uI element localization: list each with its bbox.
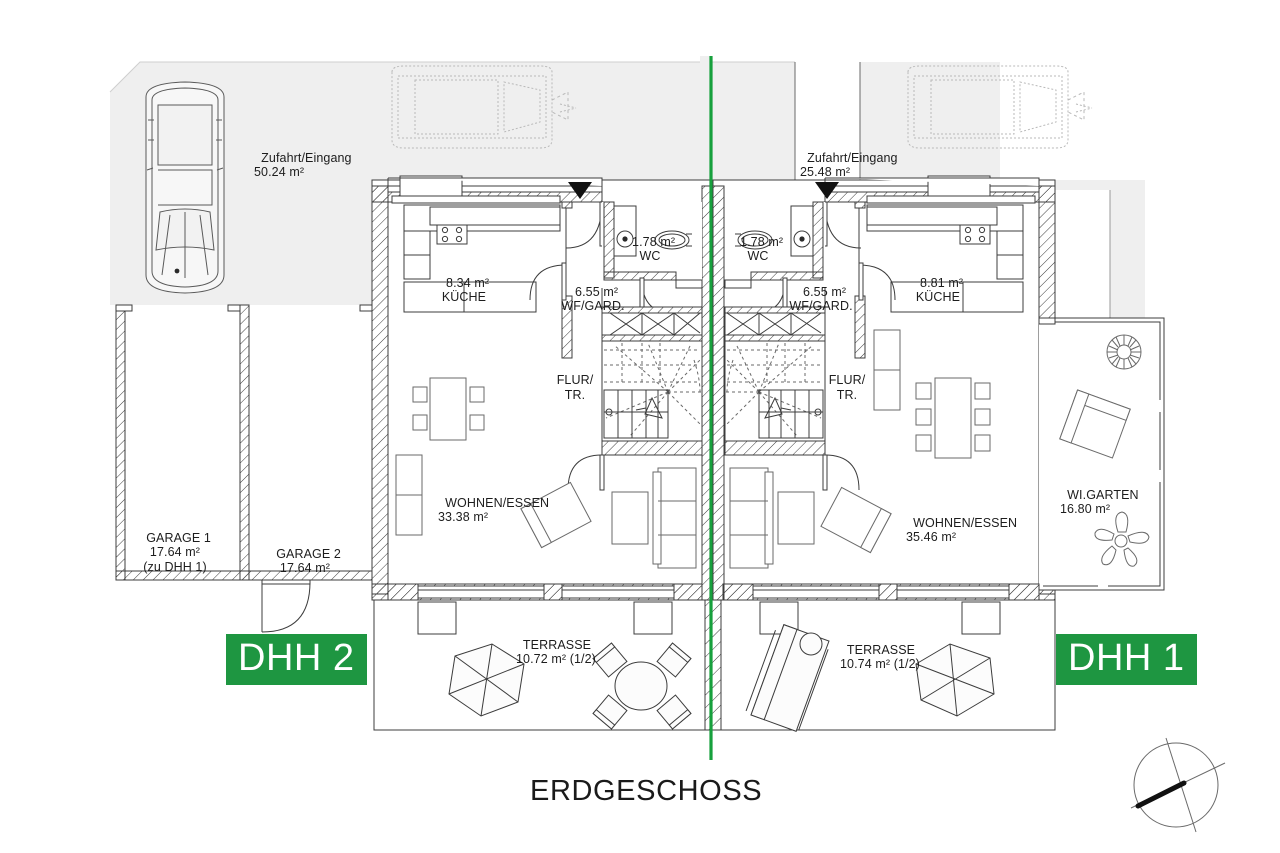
ghost-car-left bbox=[391, 65, 577, 149]
plant-bottom bbox=[1094, 511, 1150, 567]
badge-dhh-1[interactable]: DHH 1 bbox=[1056, 634, 1197, 685]
label-flur-right: FLUR/TR. bbox=[828, 373, 866, 402]
party-wall bbox=[701, 185, 725, 601]
garage-block bbox=[115, 304, 381, 633]
unit-right-interior bbox=[722, 175, 1165, 601]
terrace-area bbox=[373, 599, 1056, 732]
closet-left bbox=[601, 306, 703, 342]
staircase-left bbox=[601, 340, 703, 456]
ghost-car-right bbox=[907, 65, 1093, 149]
north-compass bbox=[1130, 737, 1226, 833]
unit-left-interior bbox=[387, 175, 703, 601]
car-outline-top bbox=[145, 81, 225, 294]
furniture-right bbox=[729, 329, 991, 569]
wintergarten-room bbox=[1039, 317, 1165, 591]
page-title: ERDGESCHOSS bbox=[530, 775, 763, 807]
closet-right bbox=[724, 306, 826, 342]
driveway-area bbox=[109, 56, 1145, 330]
staircase-right bbox=[724, 340, 826, 456]
label-flur-left: FLUR/TR. bbox=[556, 373, 594, 402]
badge-dhh-2[interactable]: DHH 2 bbox=[226, 634, 367, 685]
plant-top bbox=[1106, 334, 1142, 370]
furniture-left bbox=[395, 377, 697, 569]
